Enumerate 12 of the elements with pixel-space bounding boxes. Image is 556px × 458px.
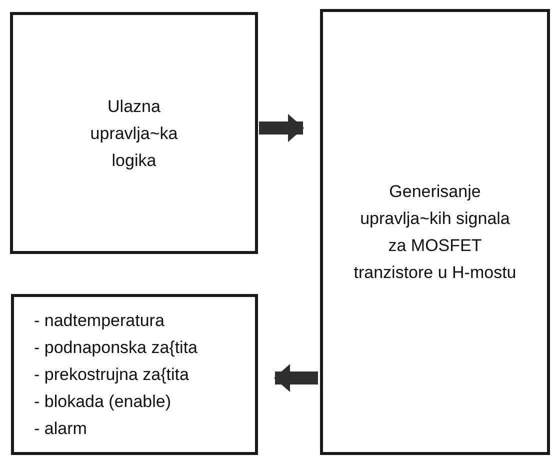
list-item: - blokada (enable): [34, 391, 172, 413]
list-item: - nadtemperatura: [34, 310, 166, 332]
list-item: - prekostrujna za{tita: [34, 364, 190, 386]
process-box: [11, 294, 258, 455]
list-item: - podnaponska za{tita: [34, 337, 199, 359]
process-box: [320, 9, 550, 455]
box-label: Generisanje upravlja~kih signala za MOSFET tranzistore u H-mostu: [352, 181, 518, 284]
process-box: [10, 12, 258, 254]
list-item: - alarm: [34, 418, 88, 440]
block-arrow: [259, 114, 304, 142]
box-label: Ulazna upravlja~ka logika: [89, 96, 179, 172]
block-arrow: [274, 364, 318, 392]
